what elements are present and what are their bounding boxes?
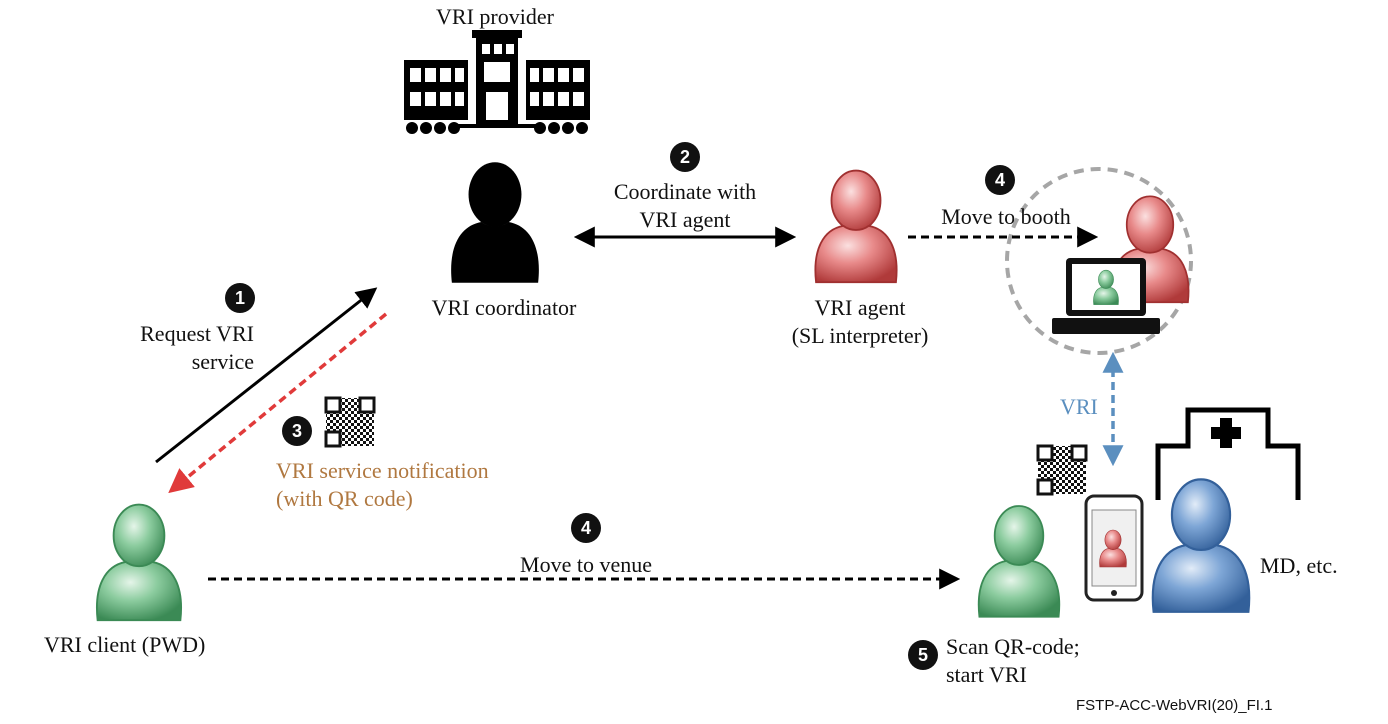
md-label: MD, etc. — [1260, 553, 1338, 578]
step-1-label-line2: service — [191, 349, 254, 374]
step-4-venue-badge: 4 — [571, 513, 601, 543]
step-3-badge: 3 — [282, 416, 312, 446]
client-person-icon — [95, 503, 183, 622]
step-4-booth-badge: 4 — [985, 165, 1015, 195]
qr-code-icon — [324, 396, 376, 448]
hospital-icon — [1155, 407, 1301, 500]
step-3-label-line1: VRI service notification — [276, 458, 489, 483]
hospital-cross-icon — [1211, 418, 1241, 448]
venue-client-person-icon — [977, 505, 1061, 618]
client-label: VRI client (PWD) — [44, 632, 206, 657]
step-1-badge: 1 — [225, 283, 255, 313]
step-5-badge: 5 — [908, 640, 938, 670]
step-2-label-line2: VRI agent — [639, 207, 731, 232]
step-5-label-line1: Scan QR-code; — [946, 634, 1080, 659]
md-person-icon — [1151, 478, 1251, 613]
provider-label: VRI provider — [436, 4, 554, 29]
request-arrow — [155, 287, 378, 464]
coordinator-person-icon — [451, 162, 539, 283]
coordinator-label: VRI coordinator — [431, 295, 577, 320]
step-1-label-line1: Request VRI — [140, 321, 254, 346]
step-4-booth-label: Move to booth — [941, 204, 1071, 229]
provider-building-icon — [404, 30, 590, 134]
figure-reference: FSTP-ACC-WebVRI(20)_FI.1 — [1076, 697, 1273, 714]
step-5-label-line2: start VRI — [946, 662, 1027, 687]
agent-label-line2: (SL interpreter) — [791, 323, 929, 348]
notification-arrow — [168, 312, 388, 494]
agent-label-line1: VRI agent — [814, 295, 906, 320]
step-4-venue-label: Move to venue — [520, 552, 652, 577]
step-3-label-line2: (with QR code) — [276, 486, 413, 511]
agent-person-icon — [814, 169, 898, 284]
booth-circle — [1005, 167, 1193, 355]
vri-link-label: VRI — [1060, 394, 1098, 419]
venue-qr-code-icon — [1036, 444, 1088, 496]
step-2-label-line1: Coordinate with — [613, 179, 757, 204]
step-2-badge: 2 — [670, 142, 700, 172]
